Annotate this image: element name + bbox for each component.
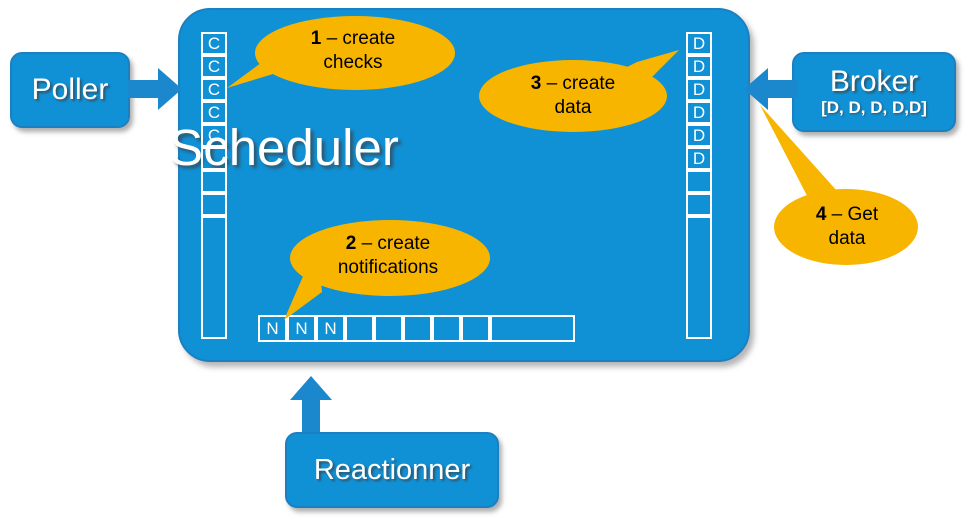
queue-cell [461, 315, 490, 342]
callout-3-create-data: 3 – create data [477, 50, 679, 136]
callout-1-create-checks: 1 – create checks [227, 12, 457, 102]
queue-cell [686, 216, 712, 339]
queue-cell: N [316, 315, 345, 342]
queue-cell: D [686, 124, 712, 147]
queue-cell: D [686, 55, 712, 78]
callout-4-get-data: 4 – Get data [760, 105, 930, 270]
notifications-queue: N N N [258, 315, 575, 342]
queue-cell [432, 315, 461, 342]
queue-cell: D [686, 101, 712, 124]
data-queue: D D D D D D [686, 32, 712, 339]
arrow-poller-to-scheduler [128, 66, 184, 112]
queue-cell: D [686, 78, 712, 101]
queue-cell [686, 193, 712, 216]
queue-cell: D [686, 147, 712, 170]
poller-label: Poller [31, 73, 109, 107]
arrow-reactionner-to-scheduler [288, 374, 334, 432]
queue-cell [201, 147, 227, 170]
reactionner-label: Reactionner [313, 453, 471, 486]
queue-cell [201, 193, 227, 216]
callout-2-create-notifications: 2 – create notifications [262, 216, 494, 324]
reactionner-node[interactable]: Reactionner [285, 432, 499, 508]
queue-cell [201, 216, 227, 339]
checks-queue: C C C C C [201, 32, 227, 339]
queue-cell: C [201, 124, 227, 147]
queue-cell: D [686, 32, 712, 55]
queue-cell: N [287, 315, 316, 342]
queue-cell: C [201, 32, 227, 55]
queue-cell [374, 315, 403, 342]
queue-cell [403, 315, 432, 342]
queue-cell [201, 170, 227, 193]
arrow-broker-to-scheduler [742, 66, 798, 112]
queue-cell: C [201, 78, 227, 101]
queue-cell: C [201, 55, 227, 78]
broker-data-list: [D, D, D, D,D] [821, 98, 927, 118]
queue-cell: C [201, 101, 227, 124]
queue-cell: N [258, 315, 287, 342]
queue-cell [345, 315, 374, 342]
poller-node[interactable]: Poller [10, 52, 130, 128]
broker-node[interactable]: Broker [D, D, D, D,D] [792, 52, 956, 132]
queue-cell [686, 170, 712, 193]
queue-cell [490, 315, 575, 342]
broker-label: Broker [829, 64, 919, 98]
